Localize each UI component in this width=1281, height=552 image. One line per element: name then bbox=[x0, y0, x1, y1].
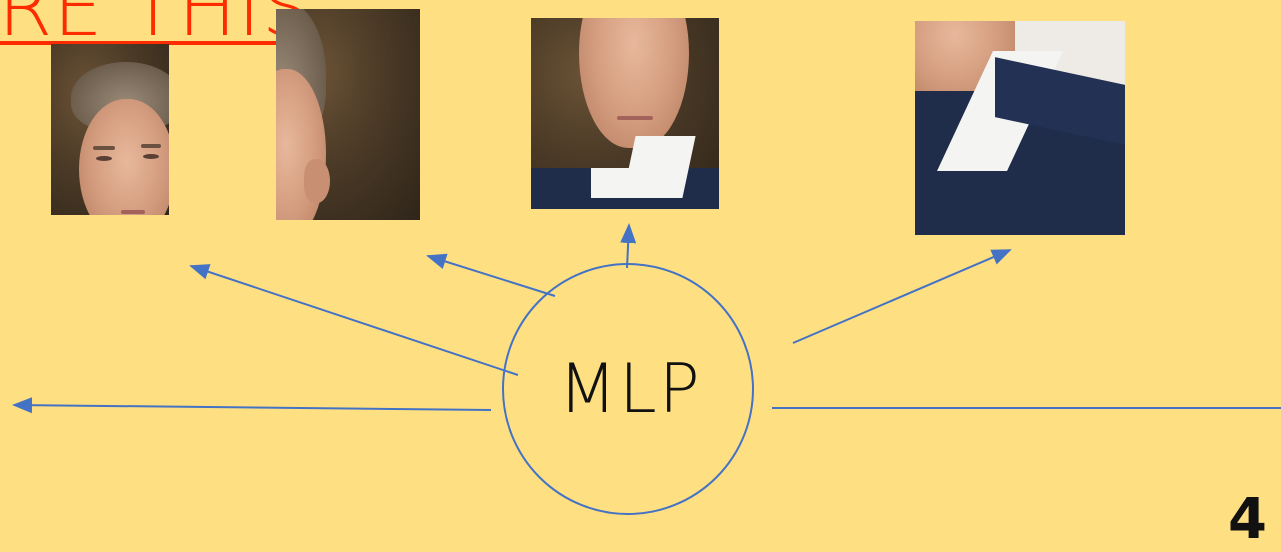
corner-digit: 4 bbox=[1228, 487, 1267, 552]
arrows-layer bbox=[12, 223, 1281, 515]
portrait-photo-2 bbox=[276, 9, 420, 220]
arrow-to-photo-4 bbox=[792, 249, 1012, 344]
portrait-photo-4 bbox=[915, 21, 1125, 235]
portrait-photo-3 bbox=[531, 18, 719, 209]
arrow-to-photo-2 bbox=[426, 253, 556, 297]
arrow-to-photo-3 bbox=[620, 223, 637, 269]
portrait-photo-1 bbox=[51, 44, 169, 215]
arrow-to-photo-1 bbox=[189, 264, 519, 376]
mlp-label: MLP bbox=[558, 350, 702, 429]
arrow-left bbox=[12, 397, 492, 414]
